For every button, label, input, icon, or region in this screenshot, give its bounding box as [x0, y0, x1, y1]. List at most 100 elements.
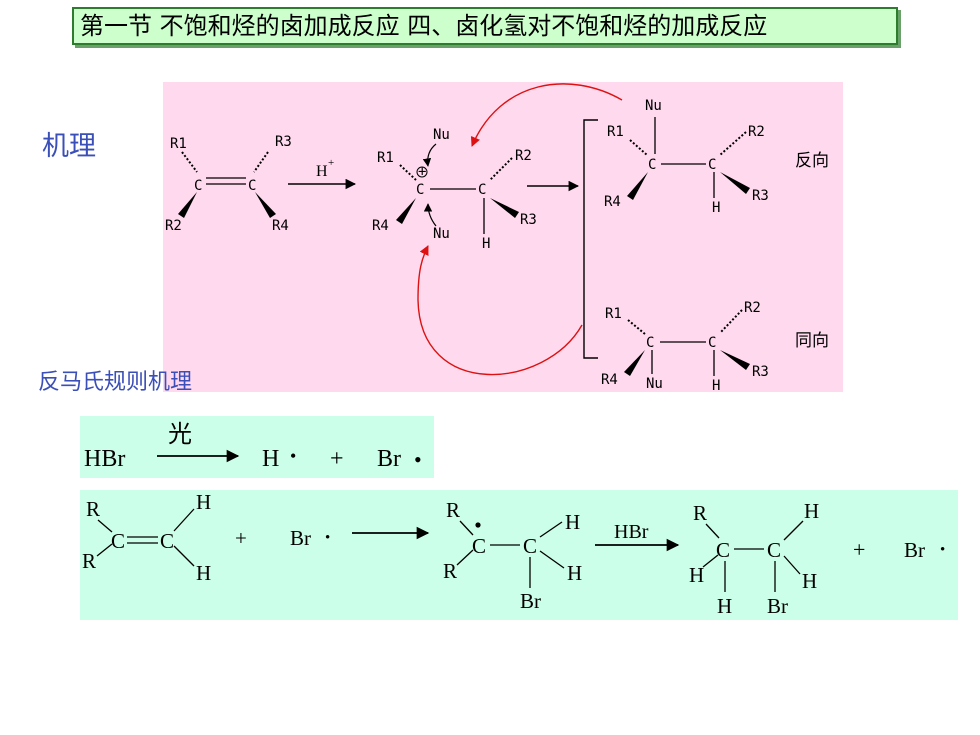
title-text: 第一节 不饱和烃的卤加成反应 四、卤化氢对不饱和烃的加成反应: [80, 12, 768, 40]
prop-int-h-bottom: H: [567, 561, 582, 585]
alkene-r4: R4: [272, 218, 289, 234]
syn-wedge-r4: [624, 350, 645, 376]
prop-br-dot: •: [325, 530, 330, 546]
prop-br-radical: Br: [290, 526, 311, 550]
carbocation-hash-r2: [489, 157, 513, 181]
anti-r4: R4: [604, 194, 621, 210]
reagent-plus: +: [328, 157, 334, 169]
prop-prod-c1: C: [716, 538, 730, 562]
prop-int-radical-dot: [475, 522, 481, 528]
mechanism-panel: [163, 82, 843, 392]
red-arrow-bottom: [417, 245, 583, 376]
alkene-c2: C: [248, 178, 256, 194]
prop-prod-h-left: H: [689, 563, 704, 587]
propagation-alkene: R R C C H H: [82, 490, 211, 585]
carbocation-r2: R2: [515, 148, 532, 164]
prop-alkene-r-top: R: [86, 497, 100, 521]
prop-alkene-bond-h-bottom: [173, 545, 195, 567]
prop-prod-bond-h-top: [783, 520, 804, 541]
prop-int-c1: C: [472, 534, 486, 558]
prop-alkene-r-bottom: R: [82, 549, 96, 573]
wedge-bond-r2: [178, 192, 197, 218]
carbocation-wedge-r3: [490, 198, 519, 218]
hash-bond-r1: [181, 151, 198, 173]
prop-prod-h-right: H: [802, 569, 817, 593]
prop-alkene-bond-r-bottom: [96, 543, 113, 557]
prop-prod-c2: C: [767, 538, 781, 562]
prop-alkene-h-top: H: [196, 490, 211, 514]
red-arrow-top: [470, 83, 623, 147]
nu-attack-arrow-top: [422, 143, 437, 167]
initiation-br: Br: [377, 446, 401, 472]
anti-c1: C: [648, 157, 656, 173]
initiation-panel: [80, 416, 434, 478]
initiation-h: H: [262, 446, 279, 472]
prop-prod-bond-r: [705, 523, 720, 539]
syn-r3: R3: [752, 364, 769, 380]
carbocation-c2: C: [478, 182, 486, 198]
prop-prod-bond-h-left: [702, 554, 719, 568]
initiation-equation: HBr 光 H • + Br •: [84, 420, 422, 472]
syn-h: H: [712, 378, 720, 394]
prop-alkene-c2: C: [160, 529, 174, 553]
anti-c2: C: [708, 157, 716, 173]
prop-int-bond-h-bottom: [539, 550, 565, 569]
prop-br-dot-2: •: [940, 542, 945, 558]
anti-r3: R3: [752, 188, 769, 204]
syn-wedge-r3: [720, 350, 750, 370]
initiation-br-dot: •: [414, 447, 422, 472]
carbocation-r4: R4: [372, 218, 389, 234]
wedge-bond-r4: [255, 192, 276, 218]
syn-r4: R4: [601, 372, 618, 388]
syn-hash-r1: [627, 319, 646, 335]
alkene-structure: R1 R3 R2 R4 C C: [165, 134, 292, 234]
carbocation-r3: R3: [520, 212, 537, 228]
prop-int-r-bottom: R: [443, 559, 457, 583]
carbocation-structure: Nu Nu R1 R4 R2 R3 C C H +: [372, 127, 537, 252]
anti-hash-r1: [629, 139, 648, 156]
syn-hash-r2: [719, 309, 743, 334]
initiation-h-dot: •: [290, 446, 296, 466]
prop-int-c2: C: [523, 534, 537, 558]
syn-r1: R1: [605, 306, 622, 322]
prop-int-r-top: R: [446, 498, 460, 522]
nu-attack-arrow-bottom: [423, 203, 437, 227]
propagation-product: R H C C H H H Br: [689, 499, 819, 618]
prop-int-bond-r-top: [459, 520, 474, 536]
carbocation-charge-circle: [416, 166, 428, 178]
prop-plus-2: +: [853, 537, 865, 562]
anti-label: 反向: [795, 151, 829, 171]
syn-r2: R2: [744, 300, 761, 316]
prop-alkene-bond-h-top: [173, 508, 195, 532]
initiation-condition: 光: [168, 420, 192, 448]
prop-alkene-bond-r-top: [97, 519, 113, 533]
syn-c1: C: [646, 335, 654, 351]
initiation-reactant: HBr: [84, 446, 125, 472]
anti-hash-r2: [719, 131, 747, 156]
prop-alkene-c1: C: [111, 529, 125, 553]
prop-alkene-h-bottom: H: [196, 561, 211, 585]
carbocation-hash-r1: [399, 164, 417, 181]
prop-prod-bond-h-right: [783, 555, 801, 575]
prop-prod-r-top: R: [693, 501, 707, 525]
carbocation-c1: C: [416, 182, 424, 198]
anti-nu: Nu: [645, 98, 662, 114]
hash-bond-r3: [253, 151, 269, 173]
prop-reagent-hbr: HBr: [614, 521, 649, 543]
alkene-r2: R2: [165, 218, 182, 234]
propagation-intermediate: R R C C H H Br: [443, 498, 582, 613]
syn-c2: C: [708, 335, 716, 351]
propagation-panel: [80, 490, 958, 620]
prop-plus-1: +: [235, 526, 247, 550]
alkene-r1: R1: [170, 136, 187, 152]
syn-label: 同向: [795, 331, 829, 351]
alkene-r3: R3: [275, 134, 292, 150]
prop-int-br: Br: [520, 589, 541, 613]
product-syn-structure: R1 R2 R4 R3 C C Nu H 同向: [601, 300, 829, 394]
anti-wedge-r4: [627, 172, 648, 200]
reagent-h: H: [316, 163, 328, 180]
anti-r1: R1: [607, 124, 624, 140]
title-banner: 第一节 不饱和烃的卤加成反应 四、卤化氢对不饱和烃的加成反应: [72, 7, 898, 45]
carbocation-nu-top: Nu: [433, 127, 450, 143]
